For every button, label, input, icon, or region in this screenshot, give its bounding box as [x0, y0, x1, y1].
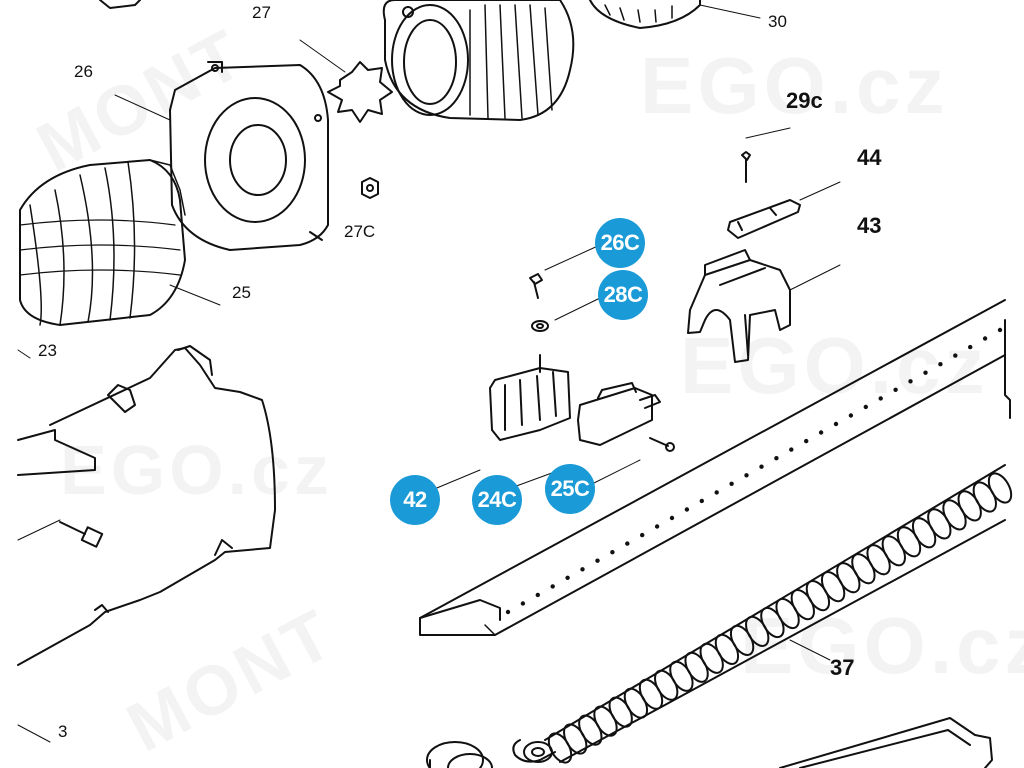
clip-part [727, 181, 841, 239]
badge-25C[interactable]: 25C [545, 464, 595, 514]
badge-24C[interactable]: 24C [472, 475, 522, 525]
armature-part [19, 159, 186, 326]
rail-hole [654, 524, 660, 529]
part-fragment-top-left [99, 0, 141, 9]
badge-26C[interactable]: 26C [595, 218, 645, 268]
rail-hole [893, 387, 898, 392]
label-43: 43 [857, 213, 882, 238]
motor-housing-part [382, 0, 575, 121]
rail-hole [565, 575, 570, 580]
label-27: 27 [252, 3, 271, 22]
rail-hole [818, 430, 824, 435]
rail-hole [699, 498, 704, 504]
label-25: 25 [232, 283, 251, 302]
label-44: 44 [857, 145, 882, 170]
coupling-star-part [327, 61, 393, 123]
perforated-rail-part [419, 299, 1011, 636]
rail-hole [610, 550, 615, 555]
label-3: 3 [58, 722, 68, 741]
worm-ridge [987, 472, 1013, 504]
label-23: 23 [38, 341, 57, 360]
rail-hole [774, 456, 779, 461]
motor-cover-part [17, 345, 276, 666]
rail-hole [938, 362, 943, 367]
bottom-rail-part [779, 717, 993, 768]
cover-screw-part [59, 521, 104, 548]
rail-hole [580, 567, 585, 572]
rail-hole [923, 370, 928, 375]
rail-hole [804, 438, 809, 444]
rail-hole [714, 490, 719, 495]
badge-42[interactable]: 42 [390, 475, 440, 525]
label-37: 37 [830, 655, 855, 680]
rail-hole [640, 532, 645, 538]
rail-hole [848, 413, 854, 418]
rail-hole [759, 464, 764, 469]
nut-part [361, 177, 379, 199]
rail-hole [968, 344, 973, 350]
screw-25C-part [589, 437, 675, 486]
end-flange-part [169, 61, 329, 251]
rail-hole [669, 515, 675, 521]
badge-28C[interactable]: 28C [598, 270, 648, 320]
rail-hole [744, 473, 749, 478]
rail-hole [908, 379, 913, 384]
rail-hole [953, 353, 958, 358]
washer-part [531, 297, 601, 332]
bracket-part [687, 249, 841, 363]
rail-hole [833, 421, 839, 427]
rail-hole [520, 601, 526, 606]
rail-hole [550, 584, 555, 589]
rail-hole [863, 404, 868, 410]
label-27C: 27C [344, 222, 376, 241]
rail-hole [595, 558, 600, 563]
rail-hole [878, 396, 883, 401]
label-26: 26 [74, 62, 93, 81]
label-29c: 29c [786, 88, 823, 113]
screw-26C-part [529, 244, 601, 299]
rail-hole [684, 507, 690, 512]
terminal-block-part [419, 354, 571, 496]
rail-hole [505, 609, 511, 615]
rail-hole [982, 336, 988, 341]
rail-hole [535, 592, 540, 598]
rail-hole [729, 481, 734, 486]
rail-hole [625, 541, 630, 546]
rail-hole [997, 327, 1003, 333]
worm-shaft-part [512, 464, 1006, 763]
pulley-part [426, 741, 493, 768]
label-30: 30 [768, 12, 787, 31]
gear-fragment-part [589, 0, 761, 29]
rail-hole [789, 447, 794, 452]
screw-29c-part [741, 127, 791, 183]
